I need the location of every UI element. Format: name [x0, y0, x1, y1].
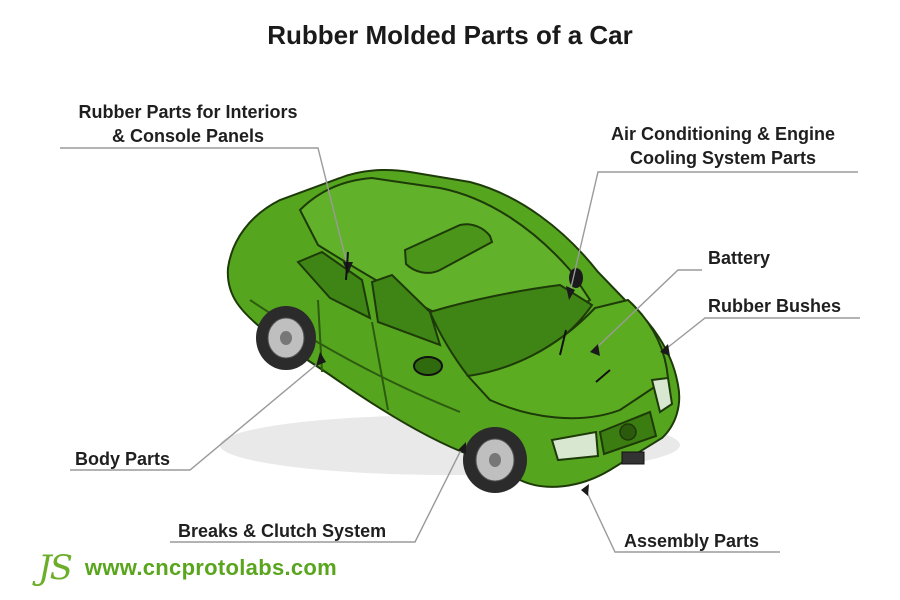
hood	[465, 298, 670, 420]
leader-assembly	[584, 487, 780, 553]
car-emblem	[619, 423, 637, 441]
headlight-right	[650, 376, 674, 414]
leader-bushes	[661, 317, 860, 353]
leader-ac	[569, 171, 858, 293]
leader-lines	[60, 147, 860, 553]
headlight-left	[550, 430, 600, 462]
brand-url[interactable]: www.cncprotolabs.com	[84, 555, 338, 580]
label-assembly: Assembly Parts	[624, 531, 760, 551]
label-body: Body Parts	[75, 449, 171, 469]
front-side-window	[370, 273, 442, 347]
label-ac-line1: Air Conditioning & Engine	[611, 124, 835, 144]
sunroof	[403, 223, 494, 274]
leader-interiors	[60, 147, 349, 269]
side-mirror	[413, 356, 443, 376]
label-interiors-line1: Rubber Parts for Interiors	[78, 102, 298, 122]
label-brakes: Breaks & Clutch System	[178, 521, 387, 541]
rear-side-window	[296, 250, 372, 320]
rear-wheel	[256, 306, 316, 370]
license-plate	[621, 451, 645, 465]
label-bushes: Rubber Bushes	[708, 296, 842, 316]
leader-brakes	[170, 447, 463, 543]
door-seam	[371, 321, 389, 411]
leader-body	[70, 359, 323, 471]
label-battery: Battery	[708, 248, 771, 268]
leader-arrows	[316, 262, 670, 496]
diagram-title: Rubber Molded Parts of a Car	[267, 20, 633, 50]
label-interiors-line2: & Console Panels	[111, 126, 265, 146]
part-markers	[345, 251, 611, 383]
brand-logo: JS	[38, 548, 73, 588]
label-ac-line2: Cooling System Parts	[629, 148, 817, 168]
brand-footer: JS www.cncprotolabs.com	[38, 546, 337, 590]
label-ac: Air Conditioning & Engine Cooling System…	[592, 122, 854, 170]
leader-battery	[591, 269, 702, 353]
label-interiors: Rubber Parts for Interiors & Console Pan…	[58, 100, 318, 148]
front-wheel	[463, 427, 527, 493]
